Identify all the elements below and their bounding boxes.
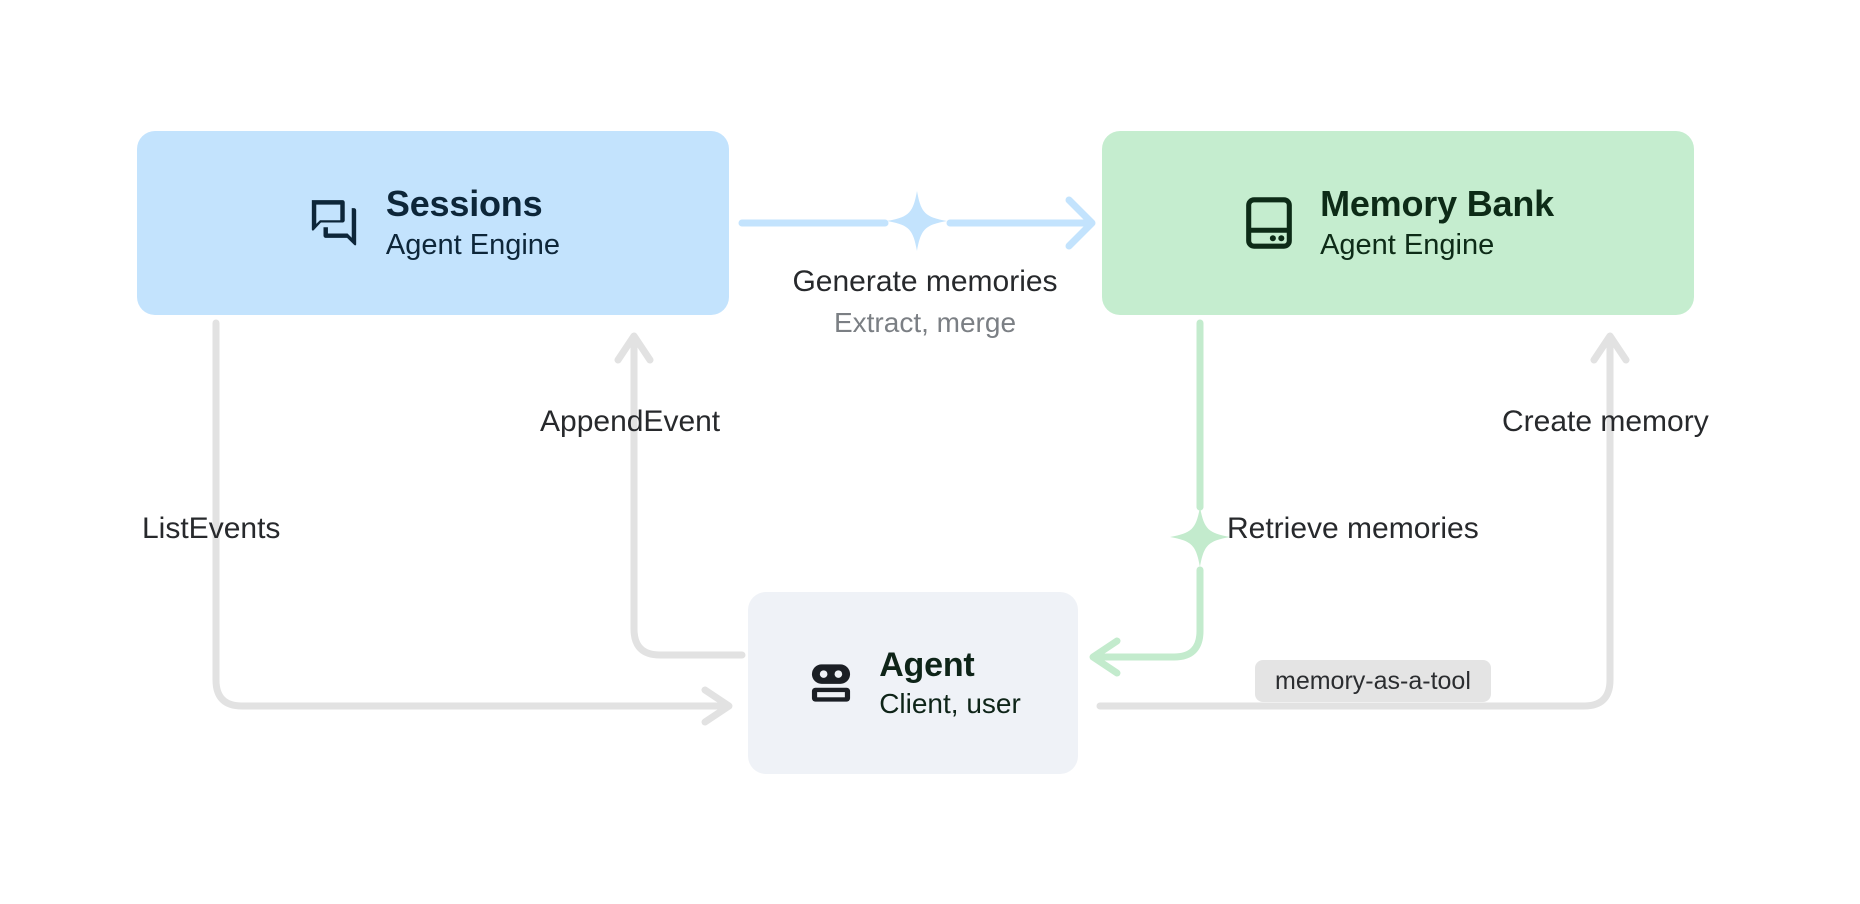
node-agent-text: Agent Client, user xyxy=(879,645,1021,720)
edge-generate-memories xyxy=(738,191,1096,251)
chip-memory-as-a-tool: memory-as-a-tool xyxy=(1255,660,1491,702)
edge-retrieve-memories xyxy=(1089,319,1230,677)
edge-label-generate-memories: Generate memories Extract, merge xyxy=(770,265,1080,339)
node-memory-bank[interactable]: Memory Bank Agent Engine xyxy=(1102,131,1694,315)
node-memory-bank-title: Memory Bank xyxy=(1320,182,1554,224)
sparkle-icon xyxy=(1170,507,1230,567)
node-sessions[interactable]: Sessions Agent Engine xyxy=(137,131,729,315)
database-icon xyxy=(1242,194,1296,252)
forum-icon xyxy=(306,195,362,251)
edge-label-list-events-main: ListEvents xyxy=(142,512,281,545)
edge-label-create-memory: Create memory xyxy=(1502,405,1709,439)
edge-label-list-events: ListEvents xyxy=(142,512,280,546)
node-agent[interactable]: Agent Client, user xyxy=(748,592,1078,774)
edge-label-retrieve-memories-main: Retrieve memories xyxy=(1227,512,1479,545)
node-memory-bank-text: Memory Bank Agent Engine xyxy=(1320,182,1554,261)
edge-label-append-event-main: AppendEvent xyxy=(540,405,721,438)
node-agent-subtitle: Client, user xyxy=(879,688,1021,720)
edge-list-events xyxy=(212,319,733,726)
chip-memory-as-a-tool-label: memory-as-a-tool xyxy=(1275,666,1471,695)
node-sessions-subtitle: Agent Engine xyxy=(385,228,561,261)
robot-icon xyxy=(805,657,857,709)
node-memory-bank-subtitle: Agent Engine xyxy=(1320,228,1495,261)
edge-label-generate-memories-sub: Extract, merge xyxy=(833,307,1017,338)
edge-append-event xyxy=(614,332,746,659)
edge-label-append-event: AppendEvent xyxy=(540,405,720,439)
sparkle-icon xyxy=(887,191,947,251)
edge-label-retrieve-memories: Retrieve memories xyxy=(1227,512,1479,546)
edge-label-generate-memories-main: Generate memories xyxy=(792,265,1058,298)
node-sessions-text: Sessions Agent Engine xyxy=(385,182,561,261)
edge-label-create-memory-main: Create memory xyxy=(1502,405,1709,438)
node-sessions-title: Sessions xyxy=(385,182,543,224)
node-agent-title: Agent xyxy=(879,645,975,684)
